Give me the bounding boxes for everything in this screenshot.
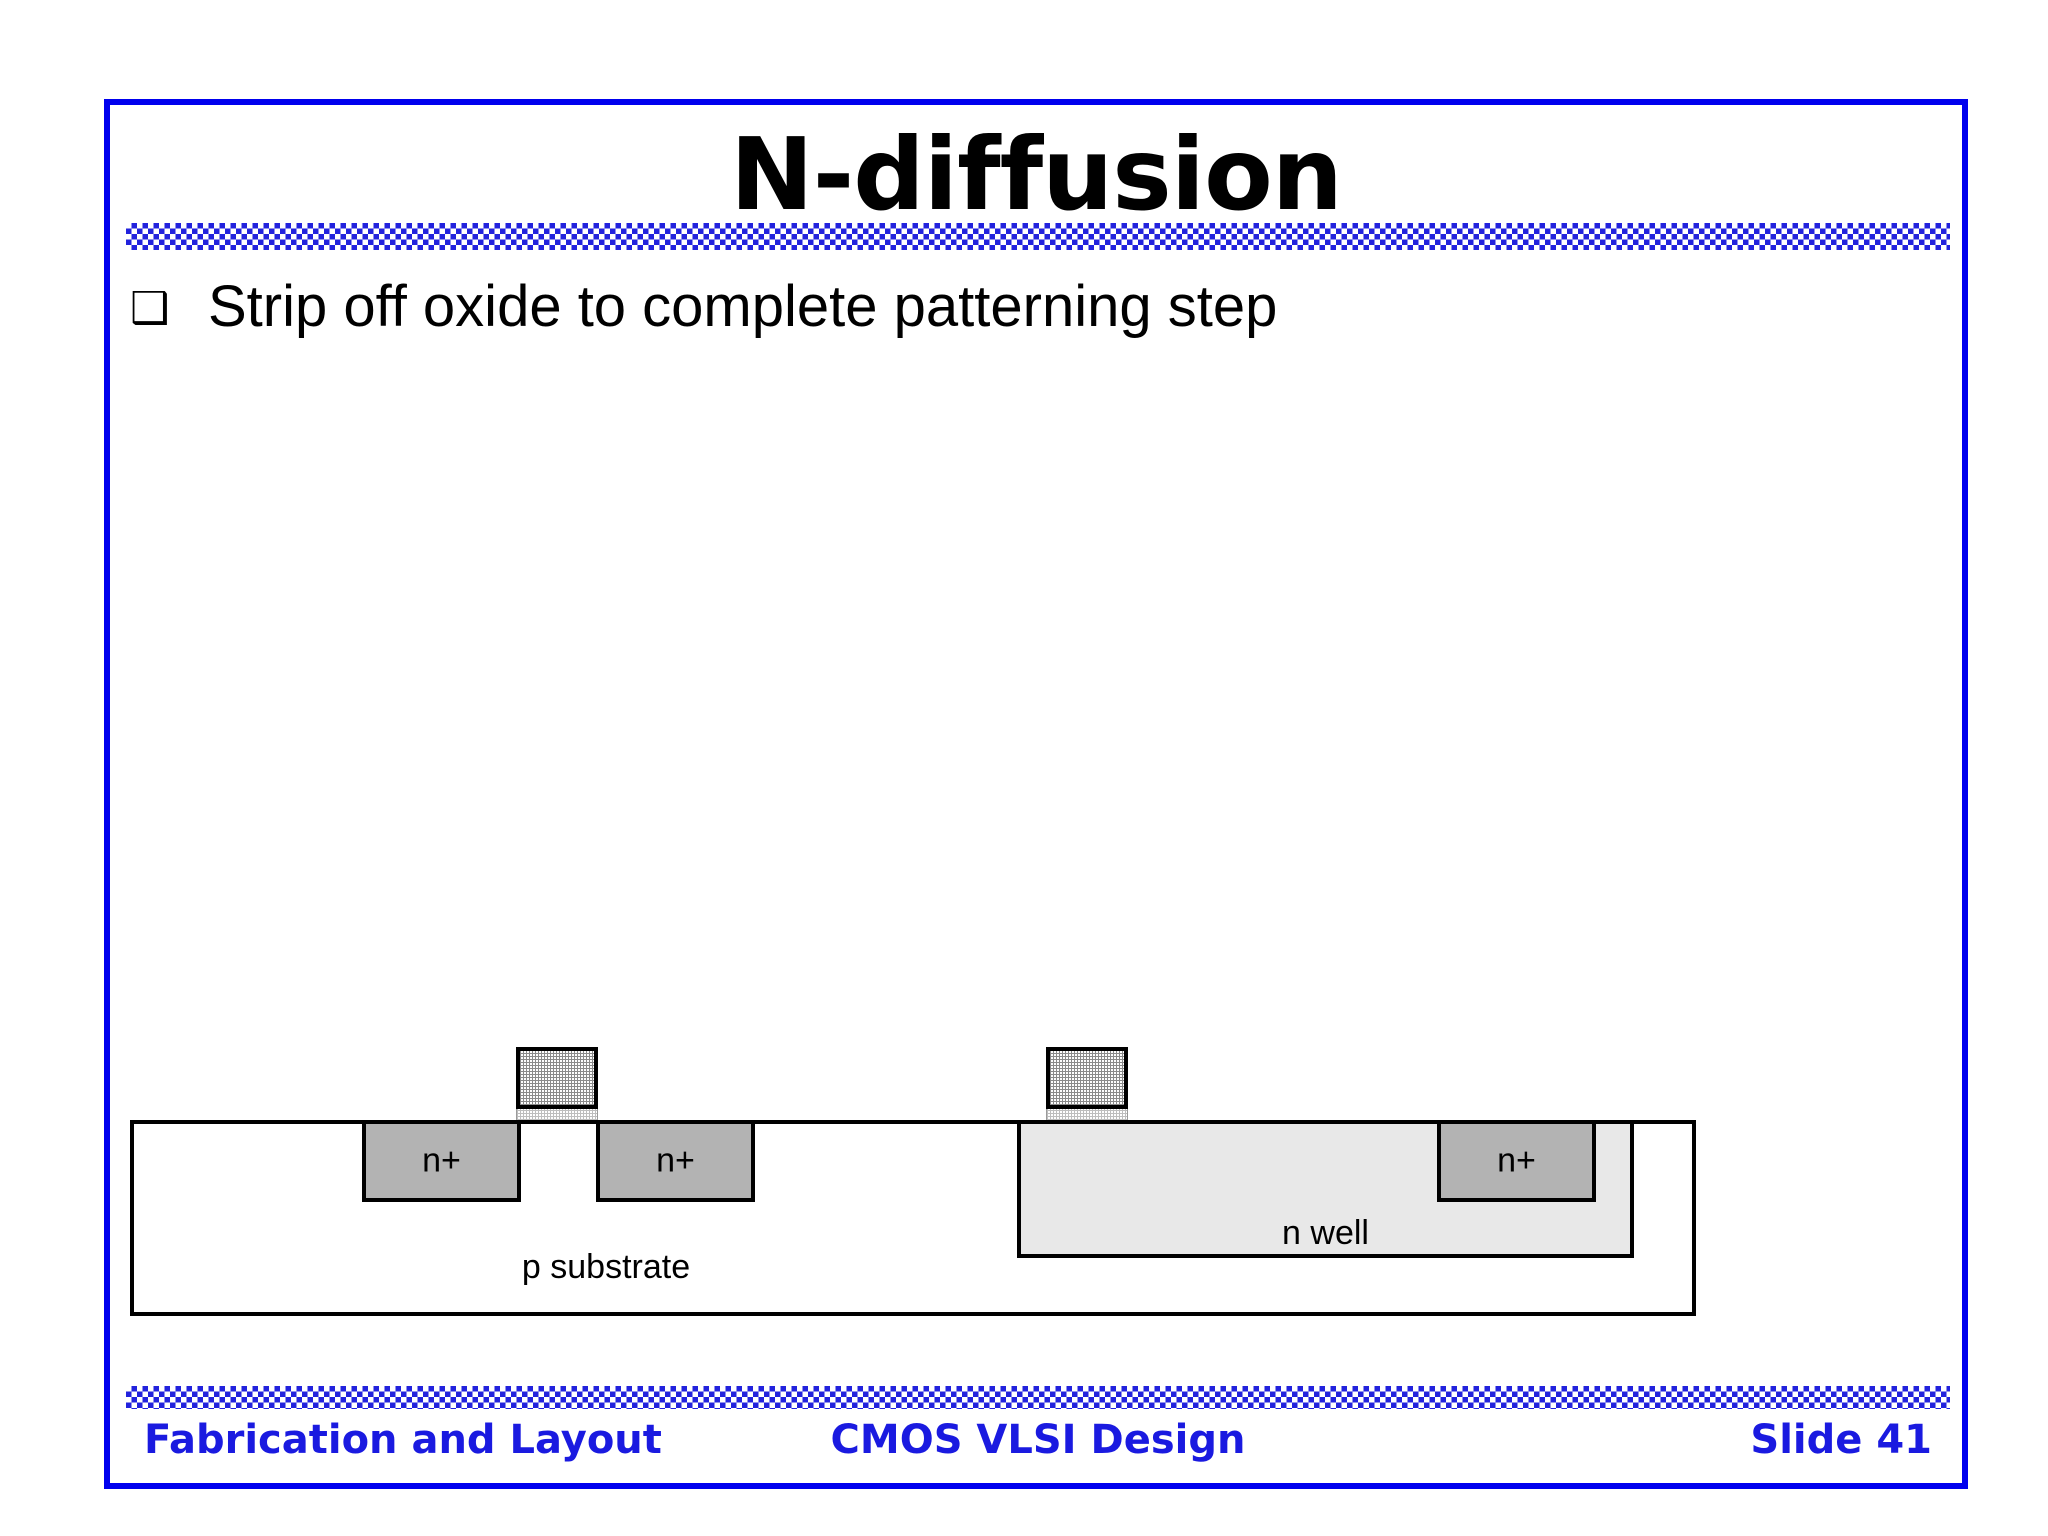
n-well-label: n well [1282, 1214, 1369, 1252]
hollow-square-bullet-icon: ❑ [130, 283, 170, 334]
n-plus-region-right: n+ [596, 1120, 755, 1202]
bullet-text: Strip off oxide to complete patterning s… [208, 274, 1278, 339]
page-title: N-diffusion [730, 116, 1343, 233]
gate-oxide-layer [1046, 1109, 1128, 1120]
n-plus-region-left: n+ [362, 1120, 521, 1202]
bullet-list-item: ❑ Strip off oxide to complete patterning… [130, 274, 1830, 340]
polysilicon-gate-icon [1046, 1047, 1128, 1109]
title-divider-band [126, 223, 1950, 250]
slide-footer: Fabrication and Layout CMOS VLSI Design … [126, 1417, 1950, 1477]
gate-oxide-layer [516, 1109, 598, 1120]
n-plus-label: n+ [422, 1141, 461, 1180]
slide-frame: N-diffusion ❑ Strip off oxide to complet… [104, 99, 1968, 1489]
n-plus-label: n+ [1497, 1141, 1536, 1180]
n-plus-region-in-well: n+ [1437, 1120, 1596, 1202]
polysilicon-gate-icon [516, 1047, 598, 1109]
footer-section-title: Fabrication and Layout [144, 1417, 662, 1463]
p-substrate-label: p substrate [521, 1248, 691, 1286]
footer-book-title: CMOS VLSI Design [830, 1417, 1246, 1463]
n-plus-label: n+ [656, 1141, 695, 1180]
footer-slide-number: Slide 41 [1750, 1417, 1932, 1463]
footer-divider-band [126, 1386, 1950, 1409]
cmos-cross-section-diagram: n well n+ n+ n+ p substrate [126, 1047, 1956, 1350]
